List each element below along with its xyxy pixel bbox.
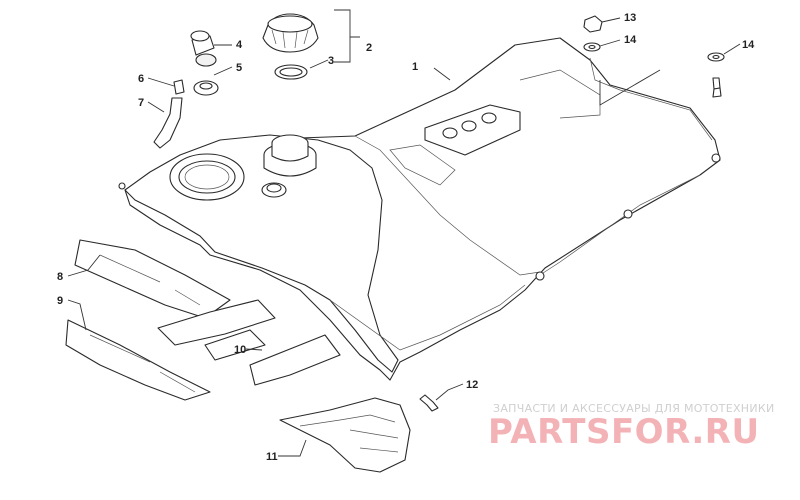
callout-14b: 14 xyxy=(742,39,755,51)
callout-14a: 14 xyxy=(624,34,637,46)
cap-gasket xyxy=(274,64,308,80)
callout-6: 6 xyxy=(138,73,144,85)
hose-fitting xyxy=(173,79,185,95)
fuel-tank-body xyxy=(118,37,721,412)
lower-shield xyxy=(279,397,411,473)
grommet xyxy=(193,80,219,96)
callout-8: 8 xyxy=(57,271,63,283)
vent-hose xyxy=(153,97,183,149)
heat-shield-pads xyxy=(157,299,341,386)
vent-valve xyxy=(190,30,217,67)
callout-3: 3 xyxy=(328,55,334,67)
callout-9: 9 xyxy=(57,295,63,307)
fuel-cap xyxy=(262,13,319,53)
heat-shield-lower xyxy=(65,319,211,401)
callout-13: 13 xyxy=(624,12,636,24)
callout-12: 12 xyxy=(466,379,478,391)
callout-11: 11 xyxy=(266,451,278,463)
nut xyxy=(583,15,603,33)
watermark-tagline: ЗАПЧАСТИ И АКСЕССУАРЫ ДЛЯ МОТОТЕХНИКИ xyxy=(493,402,775,415)
callout-10: 10 xyxy=(234,344,246,356)
callout-4: 4 xyxy=(236,39,243,51)
washer-right xyxy=(707,52,725,62)
watermark-brand: PARTSFOR.RU xyxy=(488,412,760,452)
washer-top xyxy=(583,42,601,52)
callout-7: 7 xyxy=(138,97,144,109)
bolt xyxy=(712,77,722,98)
callout-5: 5 xyxy=(236,62,242,74)
callout-2: 2 xyxy=(366,42,372,54)
leader-lines xyxy=(67,9,741,457)
callout-1: 1 xyxy=(412,61,418,73)
